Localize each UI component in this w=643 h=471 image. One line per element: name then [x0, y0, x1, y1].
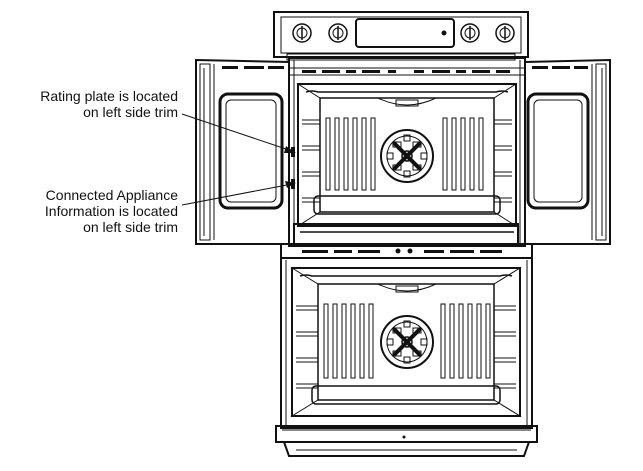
left-door-window [218, 92, 284, 210]
display-panel-icon [355, 18, 455, 48]
rating-plate-callout-line-2: on left side trim [83, 104, 178, 120]
vent-slot [460, 117, 466, 191]
control-knob-icon[interactable] [495, 23, 515, 43]
vent-slot [332, 303, 338, 379]
vent-slot [442, 117, 448, 191]
vent-slot [458, 303, 464, 379]
vent-slot [341, 303, 347, 379]
vent-slot [323, 303, 329, 379]
rating-plate-callout: Rating plate is located on left side tri… [40, 88, 178, 120]
rating-plate-marker [291, 147, 295, 157]
vent-slot [440, 303, 446, 379]
connected-appliance-callout: Connected Appliance Information is locat… [45, 187, 178, 235]
oven-divider [280, 223, 533, 259]
vent-slot [325, 117, 331, 191]
upper-oven-cavity [296, 83, 518, 227]
control-knob-icon[interactable] [460, 23, 480, 43]
right-french-door[interactable] [524, 58, 611, 245]
vent-slot [334, 117, 340, 191]
vent-slot [350, 303, 356, 379]
vent-slot [469, 117, 475, 191]
lower-oven-door[interactable] [275, 425, 538, 457]
rating-plate-leader [181, 113, 296, 157]
vent-slot [478, 117, 484, 191]
vent-slot [485, 303, 491, 379]
vent-slot [343, 117, 349, 191]
vent-slot [467, 303, 473, 379]
vent-slot [451, 117, 457, 191]
vent-slot [359, 303, 365, 379]
lower-oven-cavity [290, 267, 522, 417]
connected-appliance-callout-line-3: on left side trim [83, 219, 178, 235]
vent-slot [368, 303, 374, 379]
control-knob-icon[interactable] [328, 23, 348, 43]
connected-appliance-callout-line-1: Connected Appliance [45, 187, 178, 203]
left-french-door[interactable] [195, 58, 290, 245]
connected-appliance-marker [291, 179, 295, 189]
convection-fan-icon [380, 129, 434, 183]
vent-slot [352, 117, 358, 191]
lower-oven-frame [280, 257, 533, 429]
vent-slot [361, 117, 367, 191]
upper-oven-frame [288, 57, 526, 247]
control-panel [273, 11, 529, 61]
right-door-window [526, 92, 590, 210]
rating-plate-callout-line-1: Rating plate is located [40, 88, 178, 104]
connected-appliance-callout-line-2: Information is located [44, 203, 178, 219]
connected-appliance-leader [181, 179, 296, 206]
vent-slot [476, 303, 482, 379]
control-knob-icon[interactable] [292, 23, 312, 43]
vent-slot [370, 117, 376, 191]
convection-fan-icon [380, 315, 434, 369]
vent-slot [449, 303, 455, 379]
